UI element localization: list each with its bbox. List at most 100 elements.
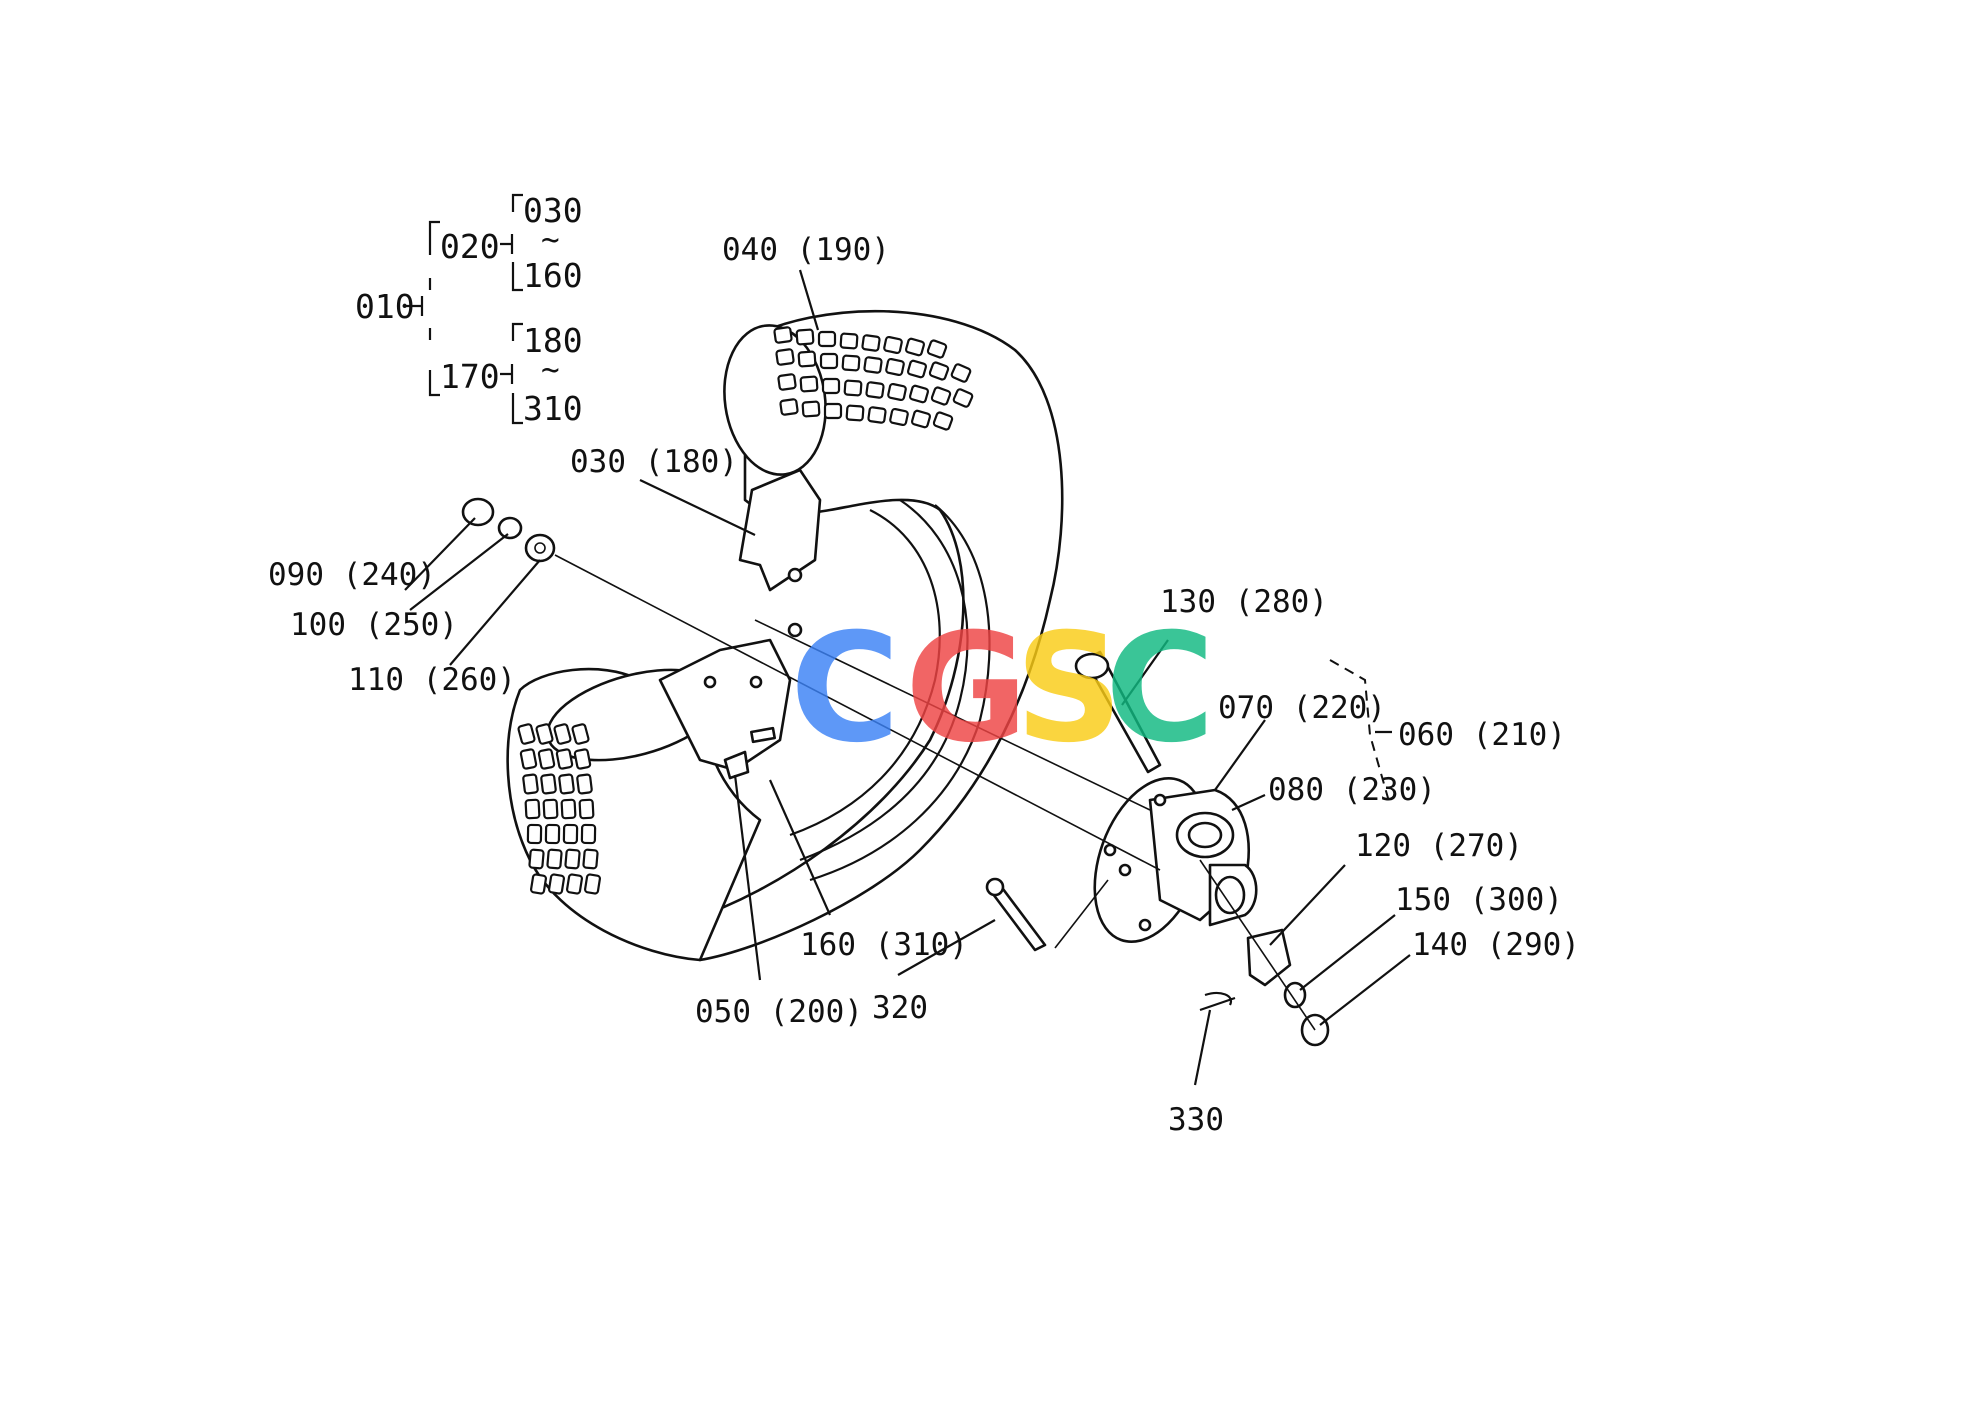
tread-block: [530, 873, 547, 895]
tread-block: [799, 375, 819, 393]
tread-block: [573, 748, 592, 770]
tread-block: [867, 406, 887, 424]
washer-100: [497, 516, 523, 540]
callout-330: 330: [1168, 1102, 1224, 1138]
cotter-pin-330: [1199, 991, 1236, 1012]
hierarchy-brackets: [406, 193, 523, 425]
tread-block: [928, 361, 950, 381]
callout-320: 320: [872, 990, 928, 1026]
tread-block: [528, 848, 545, 870]
tread-block: [535, 723, 554, 745]
tread-block: [823, 402, 843, 420]
tread-block: [817, 330, 837, 348]
tread-block: [526, 823, 543, 845]
tread-block: [560, 798, 577, 820]
callout-120: 120 (270): [1355, 828, 1523, 864]
watermark-letter-g: G: [905, 602, 1028, 776]
tread-block: [566, 873, 583, 895]
hierarchy-branch-b-tilde: ~: [541, 352, 560, 388]
tread-block: [553, 723, 572, 745]
hierarchy-branch-a-from: 030: [523, 191, 583, 230]
tread-block: [773, 326, 793, 344]
hierarchy-branch-a-code: 020: [440, 227, 500, 266]
tread-block: [522, 773, 539, 795]
tread-block: [775, 348, 795, 366]
hierarchy-branch-b-code: 170: [440, 357, 500, 396]
washer-110: [524, 533, 556, 563]
hub-assembly: [985, 650, 1330, 1047]
tread-block: [906, 359, 928, 379]
tread-block: [558, 773, 575, 795]
tread-block: [777, 373, 797, 391]
watermark-logo: C G S C: [790, 602, 1215, 776]
tread-block: [582, 848, 599, 870]
spacer-120: [1246, 928, 1292, 987]
hierarchy-branch-b-to: 310: [523, 389, 583, 428]
tread-block: [546, 848, 563, 870]
tread-block: [932, 411, 954, 431]
tread-block: [885, 357, 905, 377]
left-small-parts: [461, 497, 556, 563]
tread-block: [821, 377, 841, 395]
callout-040: 040 (190): [722, 232, 890, 268]
tread-block: [865, 381, 885, 399]
tread-block: [564, 848, 581, 870]
tread-block: [548, 873, 565, 895]
tread-block: [537, 748, 556, 770]
callout-080: 080 (230): [1268, 772, 1436, 808]
tread-block: [904, 337, 926, 357]
tread-block: [517, 723, 536, 745]
tread-block: [571, 723, 590, 745]
tread-block: [926, 339, 948, 359]
assembly-axis-lines: [554, 554, 1316, 1031]
tread-block: [930, 386, 952, 406]
tread-block: [952, 388, 974, 408]
callout-070: 070 (220): [1218, 690, 1386, 726]
callout-030: 030 (180): [570, 444, 738, 480]
valve-stem: [723, 750, 750, 780]
tread-block: [841, 354, 861, 372]
watermark-letter-c1: C: [790, 602, 900, 776]
callout-130: 130 (280): [1160, 584, 1328, 620]
tread-block: [908, 384, 930, 404]
wheel-rim: [658, 468, 822, 780]
hierarchy-branch-a-to: 160: [523, 256, 583, 295]
tread-block: [562, 823, 579, 845]
tread-block: [797, 350, 817, 368]
tread-block: [861, 334, 881, 352]
tread-block: [801, 400, 821, 418]
tread-block: [845, 404, 865, 422]
tread-block: [795, 328, 815, 346]
callout-110: 110 (260): [348, 662, 516, 698]
tread-block: [555, 748, 574, 770]
hierarchy-branch-a-tilde: ~: [541, 222, 560, 258]
tread-block: [779, 398, 799, 416]
watermark-letter-s: S: [1015, 602, 1123, 776]
hierarchy-branch-b-from: 180: [523, 321, 583, 360]
tread-block: [580, 823, 597, 845]
tread-block: [889, 407, 909, 427]
leader-lines: [404, 269, 1411, 1086]
tread-block: [540, 773, 557, 795]
tread-block: [883, 335, 903, 355]
callout-050: 050 (200): [695, 994, 863, 1030]
callout-140: 140 (290): [1412, 927, 1580, 963]
callout-060: 060 (210): [1398, 717, 1566, 753]
washer-150: [1283, 981, 1307, 1009]
tread-block: [863, 356, 883, 374]
tread-block: [843, 379, 863, 397]
tread-block: [519, 748, 538, 770]
callout-100: 100 (250): [290, 607, 458, 643]
callout-160: 160 (310): [800, 927, 968, 963]
watermark-letter-c2: C: [1105, 602, 1215, 776]
tread-block: [542, 798, 559, 820]
nut-090: [461, 497, 495, 527]
tread-block: [819, 352, 839, 370]
tread-block: [950, 363, 972, 383]
tread-block: [910, 409, 932, 429]
tread-block: [544, 823, 561, 845]
hierarchy-root: 010: [355, 287, 415, 326]
tread-block: [524, 798, 541, 820]
tread-block: [576, 773, 593, 795]
